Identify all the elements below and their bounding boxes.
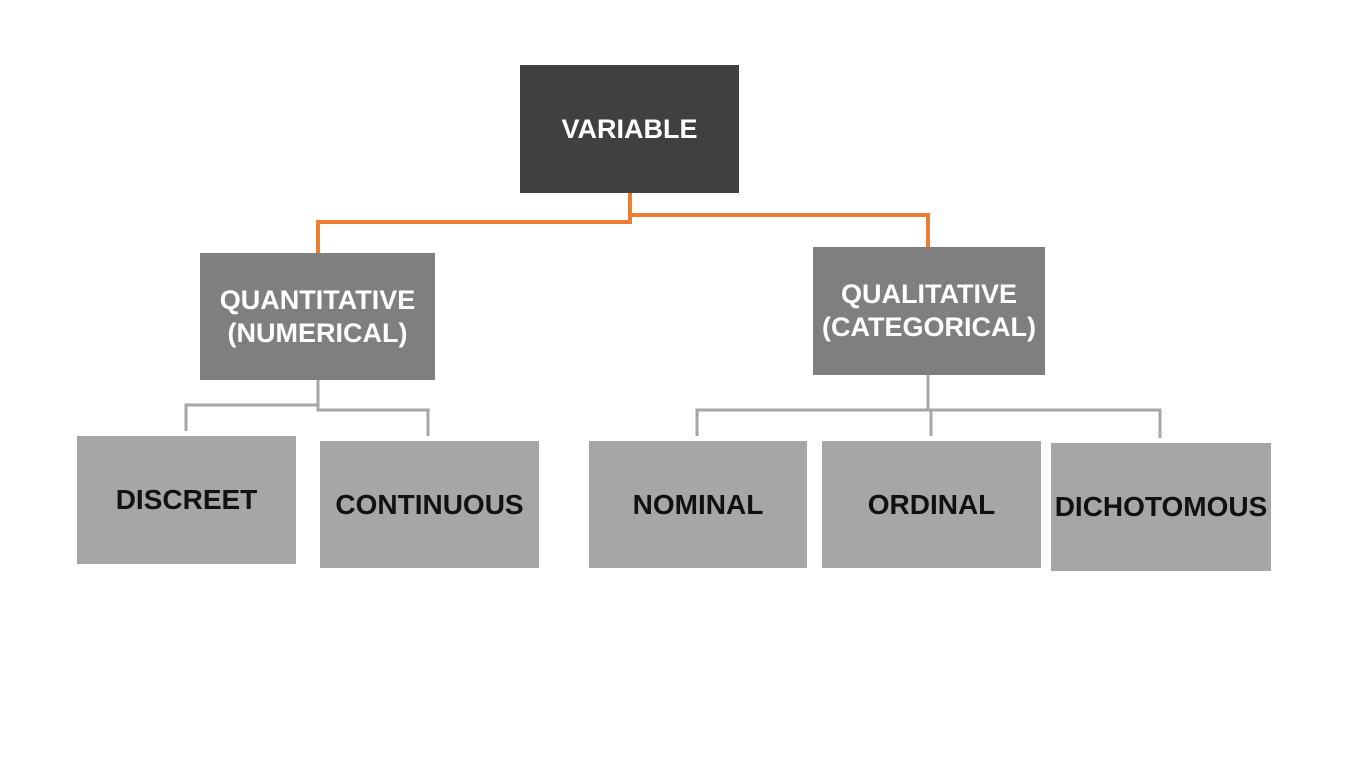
node-variable: VARIABLE [520, 65, 739, 193]
connector-root-to-qualitative [630, 213, 930, 247]
connector-qualitative-to-ordinal [928, 408, 933, 436]
node-nominal: NOMINAL [589, 441, 807, 568]
connector-quantitative-to-continuous [316, 405, 430, 436]
connector-quantitative-to-discreet [184, 380, 320, 431]
node-continuous: CONTINUOUS [320, 441, 539, 568]
node-discreet: DISCREET [77, 436, 296, 564]
node-quantitative: QUANTITATIVE (NUMERICAL) [200, 253, 435, 380]
node-ordinal: ORDINAL [822, 441, 1041, 568]
connector-qualitative-to-nominal [695, 375, 930, 436]
connector-root-to-quantitative [316, 193, 632, 253]
node-dichotomous: DICHOTOMOUS [1051, 443, 1271, 571]
connector-qualitative-to-dichotomous [928, 408, 1162, 438]
node-qualitative: QUALITATIVE (CATEGORICAL) [813, 247, 1045, 375]
